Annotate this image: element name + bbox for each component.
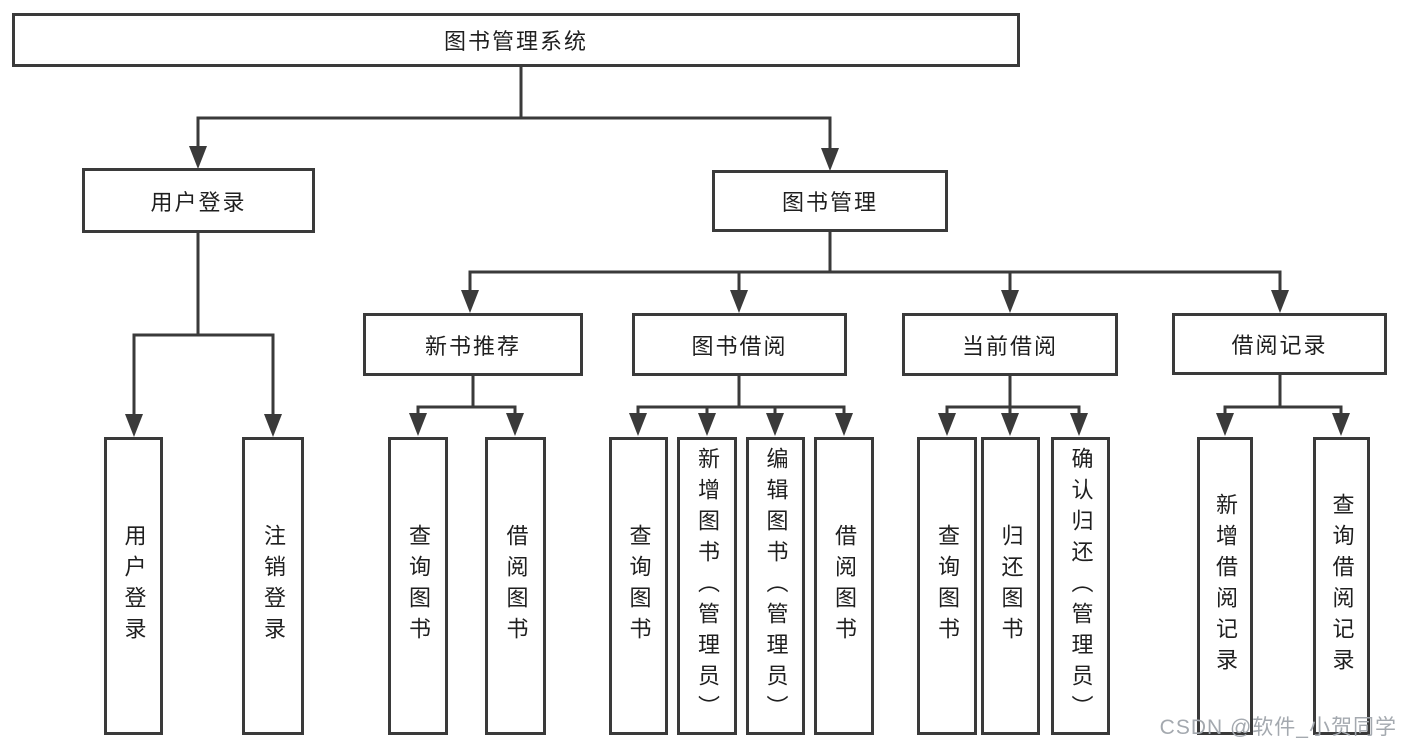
node-label: 用户登录 (150, 189, 247, 215)
node-new-book-recommendation: 新书推荐 (363, 313, 583, 376)
node-label: 查询图书 (626, 524, 652, 648)
node-label: 查询借阅记录 (1329, 493, 1355, 679)
node-user-login-branch: 用户登录 (82, 168, 315, 233)
node-label: 用户登录 (121, 524, 147, 648)
leaf-user-login: 用户登录 (104, 437, 163, 735)
leaf-add-borrow-record: 新增借阅记录 (1197, 437, 1253, 735)
leaf-edit-books-admin: 编辑图书（管理员） (746, 437, 805, 735)
node-label: 查询图书 (406, 524, 431, 648)
node-label: 图书借阅 (691, 333, 788, 359)
leaf-borrow-books: 借阅图书 (814, 437, 874, 735)
node-label: 查询图书 (935, 524, 960, 648)
node-label: 归还图书 (998, 524, 1024, 648)
node-label: 确认归还（管理员） (1068, 446, 1094, 726)
node-label: 借阅图书 (503, 524, 529, 648)
node-label: 新书推荐 (424, 333, 521, 359)
node-current-borrowing: 当前借阅 (902, 313, 1118, 376)
node-label: 新增图书（管理员） (695, 446, 720, 726)
node-label: 新增借阅记录 (1213, 493, 1238, 679)
node-label: 编辑图书（管理员） (763, 446, 789, 726)
leaf-query-books-borrowing: 查询图书 (609, 437, 668, 735)
node-book-management: 图书管理 (712, 170, 948, 232)
node-book-borrowing: 图书借阅 (632, 313, 847, 376)
leaf-query-books-recommend: 查询图书 (388, 437, 448, 735)
leaf-confirm-return-admin: 确认归还（管理员） (1051, 437, 1110, 735)
node-library-management-system: 图书管理系统 (12, 13, 1020, 67)
node-label: 当前借阅 (961, 333, 1058, 359)
leaf-query-borrow-record: 查询借阅记录 (1313, 437, 1370, 735)
leaf-borrow-books-recommend: 借阅图书 (485, 437, 546, 735)
csdn-watermark: CSDN @软件_小贺同学 (1159, 716, 1397, 739)
leaf-add-books-admin: 新增图书（管理员） (677, 437, 737, 735)
node-label: 借阅图书 (832, 524, 857, 648)
node-label: 图书管理系统 (443, 29, 588, 54)
node-borrowing-records: 借阅记录 (1172, 313, 1387, 375)
leaf-query-books-current: 查询图书 (917, 437, 977, 735)
node-label: 借阅记录 (1231, 333, 1328, 358)
node-label: 注销登录 (261, 524, 286, 648)
leaf-logout: 注销登录 (242, 437, 304, 735)
node-label: 图书管理 (781, 190, 878, 215)
leaf-return-books: 归还图书 (981, 437, 1040, 735)
